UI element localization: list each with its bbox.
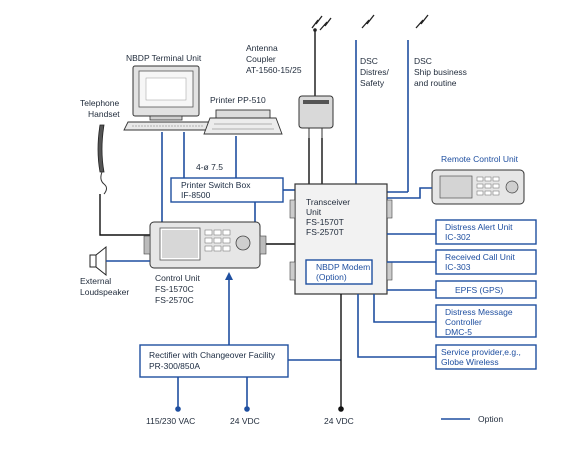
service-provider-line <box>357 294 436 358</box>
dc-supply-transceiver-label: 24 VDC <box>324 416 354 426</box>
distress-alert-unit-box <box>435 219 537 245</box>
distress-message-controller-box <box>435 304 537 338</box>
control-unit-device <box>143 221 267 269</box>
radio-signal-icon-dsc-distress <box>361 14 375 29</box>
nbdp-modem-label: NBDP Modem (Option) <box>316 262 373 282</box>
legend-option-label: Option <box>478 414 503 424</box>
radio-signal-icon-dsc-ship <box>415 14 429 29</box>
received-call-unit-label: Received Call Unit IC-303 <box>445 252 517 272</box>
telephone-handset-label: Telephone Handset <box>80 98 122 119</box>
nbdp-terminal-label: NBDP Terminal Unit <box>126 53 202 63</box>
distress-alert-unit-label: Distress Alert Unit IC-302 <box>445 222 515 242</box>
radio-signal-icon-antenna <box>311 15 332 31</box>
rectifier-box <box>139 344 289 378</box>
ac-supply-label: 115/230 VAC <box>146 416 195 426</box>
arrow-up-icon <box>225 272 233 280</box>
service-provider-label: Service provider,e.g., Globe Wireless <box>441 347 523 367</box>
rectifier-label: Rectifier with Changeover Facility PR-30… <box>149 350 278 371</box>
dsc-distress-label: DSC Distres/ Safety <box>360 56 391 88</box>
nbdp-keyboard-icon <box>123 121 213 131</box>
epfs-box <box>435 280 537 299</box>
nbdp-modem-box <box>305 259 373 285</box>
antenna-coupler-label: Antenna Coupler AT-1560-15/25 <box>246 43 302 75</box>
ac-supply-terminal <box>175 406 181 412</box>
dc-supply-rectifier-terminal <box>244 406 250 412</box>
remote-control-line <box>387 187 432 199</box>
dc-supply-transceiver-terminal <box>338 406 344 412</box>
transceiver-unit-label: Transceiver Unit FS-1570T FS-2570T <box>306 197 352 237</box>
printer-icon <box>203 109 283 135</box>
cable-spec-label: 4-ø 7.5 <box>196 162 223 172</box>
antenna-icon <box>313 28 317 96</box>
external-loudspeaker-label: External Loudspeaker <box>80 276 129 297</box>
loudspeaker-icon <box>89 245 107 277</box>
telephone-handset-icon <box>97 124 107 195</box>
printer-switch-box-label: Printer Switch Box IF-8500 <box>181 180 253 200</box>
received-call-unit-box <box>435 249 537 275</box>
control-unit-label: Control Unit FS-1570C FS-2570C <box>155 273 202 305</box>
handset-cable <box>99 194 155 236</box>
nbdp-terminal-monitor-icon <box>132 65 200 121</box>
remote-control-unit-device <box>431 169 525 205</box>
distress-message-line <box>373 294 436 323</box>
remote-control-unit-label: Remote Control Unit <box>441 154 519 164</box>
dc-supply-rectifier-label: 24 VDC <box>230 416 260 426</box>
printer-label: Printer PP-510 <box>210 95 266 105</box>
epfs-label: EPFS (GPS) <box>455 285 503 295</box>
antenna-coupler-device <box>298 95 334 138</box>
dsc-ship-label: DSC Ship business and routine <box>414 56 469 88</box>
distress-message-controller-label: Distress Message Controller DMC-5 <box>445 307 515 337</box>
service-provider-box <box>435 344 537 370</box>
